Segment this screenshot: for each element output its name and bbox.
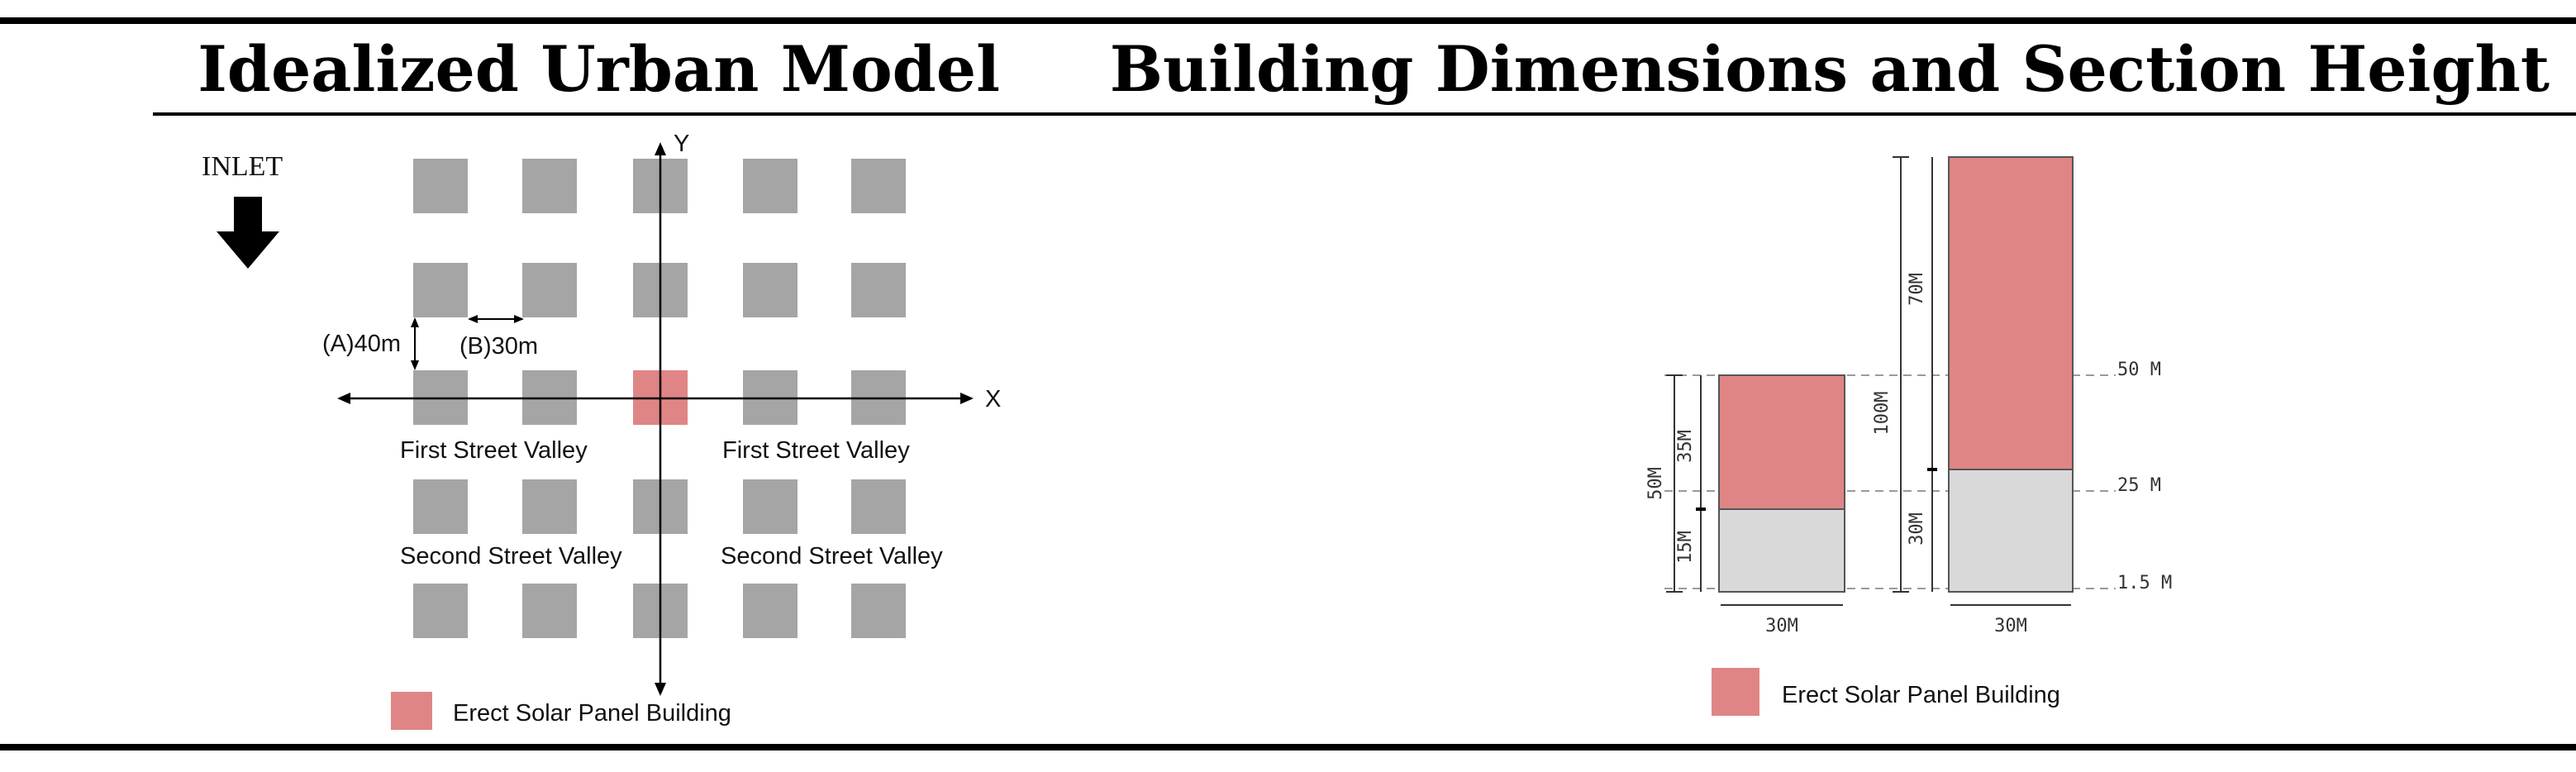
spacing-a-label: (A)40m (322, 331, 401, 357)
building-grid (413, 159, 906, 638)
first-street-valley-left: First Street Valley (400, 437, 588, 464)
tall-building-upper (1949, 157, 2073, 469)
y-axis-down-arrow-icon (655, 683, 666, 696)
legend-swatch (1712, 668, 1759, 716)
spacing-b-left-arrow-icon (468, 315, 478, 323)
first-street-valley-right: First Street Valley (722, 437, 910, 464)
section-label-25: 25 M (2117, 475, 2161, 496)
y-axis-up-arrow-icon (655, 142, 666, 155)
building-block (413, 263, 468, 317)
building-block (851, 263, 906, 317)
spacing-b-right-arrow-icon (514, 315, 524, 323)
x-axis-label: X (985, 386, 1001, 412)
spacing-a-down-arrow-icon (411, 360, 419, 370)
section-label-50: 50 M (2117, 360, 2161, 380)
building-block (522, 584, 577, 638)
left-title: Idealized Urban Model (198, 32, 1000, 106)
y-axis-label: Y (674, 131, 689, 157)
tall-upper-height: 70M (1907, 273, 1927, 306)
short-building-outline (1718, 374, 1845, 593)
building-block (851, 584, 906, 638)
tall-lower-height: 30M (1907, 512, 1927, 546)
urban-model-diagram: INLET (202, 131, 1001, 730)
building-block (743, 263, 798, 317)
short-building-upper (1719, 375, 1845, 509)
tall-total-height: 100M (1872, 392, 1893, 436)
short-total-height: 50M (1645, 467, 1666, 500)
x-axis-right-arrow-icon (960, 393, 974, 404)
legend-label: Erect Solar Panel Building (453, 700, 731, 727)
right-title: Building Dimensions and Section Height (1110, 32, 2550, 106)
second-street-valley-right: Second Street Valley (721, 543, 943, 569)
short-upper-height: 35M (1675, 430, 1696, 463)
legend-label: Erect Solar Panel Building (1782, 682, 2060, 708)
building-block (743, 159, 798, 213)
building-block (413, 159, 468, 213)
legend-swatch (391, 692, 432, 730)
tall-width: 30M (1994, 616, 2027, 636)
building-block (851, 479, 906, 534)
section-label-1-5: 1.5 M (2117, 573, 2172, 593)
building-block (851, 159, 906, 213)
building-block (743, 479, 798, 534)
second-street-valley-left: Second Street Valley (400, 543, 622, 569)
building-dimensions-diagram: 50M 35M 15M 30M 100M 70M 30M 30M 50 M 25… (1645, 156, 2172, 716)
inlet-label: INLET (202, 151, 283, 182)
short-lower-height: 15M (1675, 531, 1696, 564)
tall-building-lower (1949, 469, 2073, 592)
building-block (522, 479, 577, 534)
building-block (413, 584, 468, 638)
building-block (522, 263, 577, 317)
short-building-lower (1719, 509, 1845, 592)
x-axis-left-arrow-icon (337, 393, 350, 404)
tall-building-outline (1948, 156, 2074, 593)
short-width: 30M (1765, 616, 1798, 636)
building-block (413, 479, 468, 534)
building-block (522, 159, 577, 213)
building-block (743, 584, 798, 638)
inlet-arrow-icon (217, 197, 279, 269)
spacing-a-up-arrow-icon (411, 317, 419, 327)
spacing-b-label: (B)30m (459, 333, 538, 360)
